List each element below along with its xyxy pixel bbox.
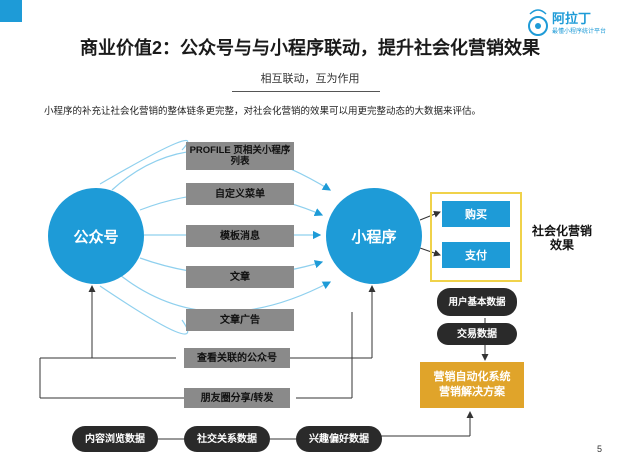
page-number: 5 <box>597 444 603 454</box>
middle-item-template-message: 模板消息 <box>186 225 294 247</box>
pill-transaction-data: 交易数据 <box>437 323 517 345</box>
middle-item-custom-menu: 自定义菜单 <box>186 183 294 205</box>
node-gongzhonghao: 公众号 <box>48 188 144 284</box>
pill-content-browse: 内容浏览数据 <box>72 426 158 452</box>
marketing-box: 营销自动化系统 营销解决方案 <box>420 362 524 408</box>
description-text: 小程序的补充让社会化营销的整体链条更完整，对社会化营销的效果可以用更完整动态的大… <box>44 106 482 117</box>
middle-item-profile: PROFILE 页相关小程序列表 <box>186 142 294 170</box>
pill-social-relation: 社交关系数据 <box>184 426 270 452</box>
pill-interest-preference: 兴趣偏好数据 <box>296 426 382 452</box>
pill-user-data: 用户基本数据 <box>437 288 517 316</box>
bottom-item-moments-share: 朋友圈分享/转发 <box>184 388 290 408</box>
right-box-pay: 支付 <box>442 242 510 268</box>
subtitle-underline <box>232 91 380 92</box>
marketing-line1: 营销自动化系统 <box>433 371 511 383</box>
effect-label: 社会化营销效果 <box>531 224 592 252</box>
logo-tagline: 最懂小程序统计平台 <box>552 29 607 35</box>
bottom-item-view-related: 查看关联的公众号 <box>184 348 290 368</box>
middle-item-article-ad: 文章广告 <box>186 309 294 331</box>
logo-text: 阿拉丁 <box>552 11 592 26</box>
effect-frame <box>430 192 522 282</box>
page-subtitle: 相互联动，互为作用 <box>260 73 360 85</box>
corner-accent <box>0 0 22 22</box>
logo-icon <box>528 9 548 36</box>
page-title: 商业价值2：公众号与与小程序联动，提升社会化营销效果 <box>79 38 540 58</box>
marketing-line2: 营销解决方案 <box>439 386 505 398</box>
node-xiaochengxu: 小程序 <box>326 188 422 284</box>
right-box-buy: 购买 <box>442 201 510 227</box>
middle-item-article: 文章 <box>186 266 294 288</box>
